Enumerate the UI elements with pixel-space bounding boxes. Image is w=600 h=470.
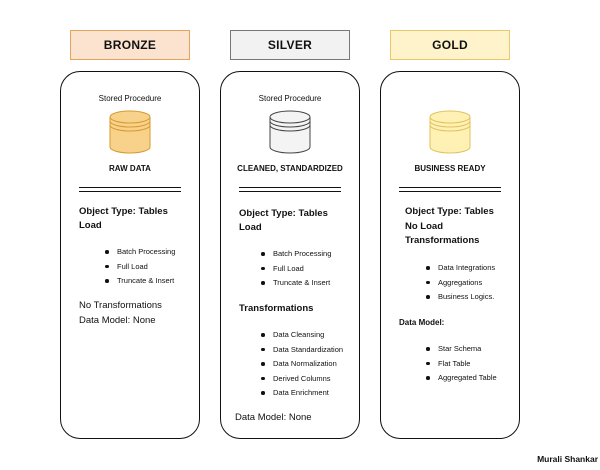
list-item: Star Schema — [426, 344, 497, 359]
gold-header: GOLD — [390, 30, 510, 60]
list-item: Derived Columns — [261, 374, 343, 389]
silver-header-label: SILVER — [267, 38, 313, 52]
bronze-header: BRONZE — [70, 30, 190, 60]
gold-transformations-title: Transformations — [405, 235, 480, 246]
list-item: Aggregations — [426, 278, 495, 293]
list-item: Flat Table — [426, 359, 497, 374]
database-icon — [269, 110, 311, 154]
bronze-no-transformations: No Transformations — [79, 300, 162, 311]
gold-caption: BUSINESS READY — [414, 164, 486, 173]
divider — [239, 187, 341, 192]
bronze-header-label: BRONZE — [103, 38, 157, 52]
silver-load-list: Batch Processing Full Load Truncate & In… — [261, 249, 331, 293]
author-label: Murali Shankar — [537, 454, 598, 464]
silver-data-model: Data Model: None — [235, 412, 312, 423]
silver-card: Stored Procedure CLEANED, STANDARDIZED O… — [220, 71, 360, 439]
bronze-stored-procedure: Stored Procedure — [98, 94, 162, 103]
gold-object-type: Object Type: Tables — [405, 206, 494, 217]
gold-data-model-title: Data Model: — [399, 318, 445, 327]
silver-header: SILVER — [230, 30, 350, 60]
database-icon — [109, 110, 151, 154]
list-item: Batch Processing — [105, 247, 175, 262]
bronze-load-label: Load — [79, 220, 102, 231]
gold-models-list: Star Schema Flat Table Aggregated Table — [426, 344, 497, 388]
silver-object-type: Object Type: Tables — [239, 208, 328, 219]
list-item: Batch Processing — [261, 249, 331, 264]
list-item: Truncate & Insert — [261, 278, 331, 293]
list-item: Data Standardization — [261, 345, 343, 360]
list-item: Data Enrichment — [261, 388, 343, 403]
silver-transformations-list: Data Cleansing Data Standardization Data… — [261, 330, 343, 403]
gold-transformations-list: Data Integrations Aggregations Business … — [426, 263, 495, 307]
list-item: Aggregated Table — [426, 373, 497, 388]
gold-card: BUSINESS READY Object Type: Tables No Lo… — [380, 71, 520, 439]
bronze-object-type: Object Type: Tables — [79, 206, 168, 217]
bronze-load-list: Batch Processing Full Load Truncate & In… — [105, 247, 175, 291]
gold-no-load: No Load — [405, 221, 443, 232]
list-item: Truncate & Insert — [105, 276, 175, 291]
database-icon — [429, 110, 471, 154]
list-item: Data Normalization — [261, 359, 343, 374]
bronze-data-model: Data Model: None — [79, 315, 156, 326]
list-item: Data Cleansing — [261, 330, 343, 345]
silver-load-label: Load — [239, 222, 262, 233]
list-item: Data Integrations — [426, 263, 495, 278]
list-item: Full Load — [105, 262, 175, 277]
silver-transformations-title: Transformations — [239, 303, 314, 314]
silver-stored-procedure: Stored Procedure — [258, 94, 322, 103]
silver-caption: CLEANED, STANDARDIZED — [237, 164, 343, 173]
list-item: Business Logics. — [426, 292, 495, 307]
bronze-caption: RAW DATA — [109, 164, 151, 173]
bronze-card: Stored Procedure RAW DATA Object Type: T… — [60, 71, 200, 439]
gold-header-label: GOLD — [432, 38, 468, 52]
divider — [399, 187, 501, 192]
divider — [79, 187, 181, 192]
list-item: Full Load — [261, 264, 331, 279]
